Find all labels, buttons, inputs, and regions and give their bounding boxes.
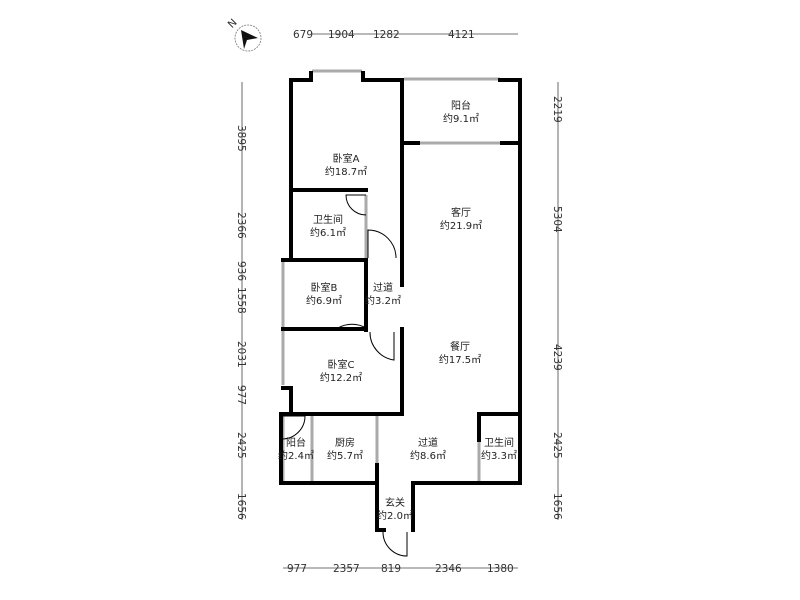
svg-text:玄关: 玄关: [385, 496, 405, 509]
svg-text:约9.1㎡: 约9.1㎡: [443, 112, 479, 125]
dim-left: 1656: [235, 493, 247, 520]
svg-text:约18.7㎡: 约18.7㎡: [325, 165, 367, 178]
dim-left: 936: [235, 261, 247, 281]
dim-bottom: 2357: [333, 563, 360, 575]
svg-text:约5.7㎡: 约5.7㎡: [327, 449, 363, 462]
svg-text:客厅: 客厅: [451, 206, 471, 219]
svg-text:约2.4㎡: 约2.4㎡: [278, 449, 314, 462]
dim-top: 4121: [448, 29, 475, 41]
dim-right: 5304: [551, 206, 563, 233]
room-label-entrance: 玄关 约2.0㎡: [377, 496, 413, 522]
dim-bottom: 977: [287, 563, 307, 575]
svg-text:卫生间: 卫生间: [484, 436, 514, 449]
dim-left: 2031: [235, 341, 247, 368]
room-label-bedroom-a: 卧室A 约18.7㎡: [325, 152, 367, 178]
svg-text:卧室A: 卧室A: [333, 152, 360, 165]
room-label-corridor: 过道 约3.2㎡: [365, 281, 401, 307]
svg-text:厨房: 厨房: [335, 436, 355, 449]
svg-text:餐厅: 餐厅: [450, 340, 470, 353]
svg-text:过道: 过道: [373, 281, 393, 294]
room-label-bedroom-c: 卧室C 约12.2㎡: [320, 358, 362, 384]
room-label-bathroom-2: 卫生间 约3.3㎡: [481, 436, 517, 462]
svg-text:约2.0㎡: 约2.0㎡: [377, 509, 413, 522]
svg-text:约6.1㎡: 约6.1㎡: [310, 226, 346, 239]
svg-text:约17.5㎡: 约17.5㎡: [439, 353, 481, 366]
svg-text:卧室C: 卧室C: [328, 358, 355, 371]
dim-left: 1558: [235, 287, 247, 314]
room-label-kitchen: 厨房 约5.7㎡: [327, 436, 363, 462]
dim-left: 2425: [235, 432, 247, 459]
svg-text:约21.9㎡: 约21.9㎡: [440, 219, 482, 232]
dim-top: 1904: [328, 29, 355, 41]
dim-right: 2425: [551, 432, 563, 459]
doors: [281, 194, 408, 557]
north-arrow-compass-icon: N: [226, 17, 262, 52]
svg-text:阳台: 阳台: [286, 436, 306, 449]
svg-text:约3.3㎡: 约3.3㎡: [481, 449, 517, 462]
room-label-balcony: 阳台 约9.1㎡: [443, 99, 479, 125]
room-label-dining-room: 餐厅 约17.5㎡: [439, 340, 481, 366]
windows: [281, 69, 500, 482]
svg-text:约6.9㎡: 约6.9㎡: [306, 294, 342, 307]
room-label-bedroom-b: 卧室B 约6.9㎡: [306, 281, 342, 307]
svg-text:卧室B: 卧室B: [311, 281, 338, 294]
compass-label: N: [226, 17, 240, 31]
dimension-lines: [241, 33, 559, 569]
dim-right: 4239: [551, 344, 563, 371]
dim-bottom: 2346: [435, 563, 462, 575]
svg-text:过道: 过道: [418, 436, 438, 449]
room-label-living-room: 客厅 约21.9㎡: [440, 206, 482, 232]
dim-top: 1282: [373, 29, 400, 41]
dim-right: 1656: [551, 493, 563, 520]
dim-left: 3895: [235, 125, 247, 152]
dim-right: 2219: [551, 96, 563, 123]
dim-bottom: 819: [381, 563, 401, 575]
dim-bottom: 1380: [487, 563, 514, 575]
room-label-hallway: 过道 约8.6㎡: [410, 436, 446, 462]
room-label-bathroom: 卫生间 约6.1㎡: [310, 213, 346, 239]
svg-text:约8.6㎡: 约8.6㎡: [410, 449, 446, 462]
dim-left: 977: [235, 385, 247, 405]
svg-text:约3.2㎡: 约3.2㎡: [365, 294, 401, 307]
room-label-small-balcony: 阳台 约2.4㎡: [278, 436, 314, 462]
svg-text:阳台: 阳台: [451, 99, 471, 112]
svg-text:约12.2㎡: 约12.2㎡: [320, 371, 362, 384]
dim-left: 2366: [235, 212, 247, 239]
dim-top: 679: [293, 29, 313, 41]
walls: [279, 71, 522, 532]
svg-text:卫生间: 卫生间: [313, 213, 343, 226]
